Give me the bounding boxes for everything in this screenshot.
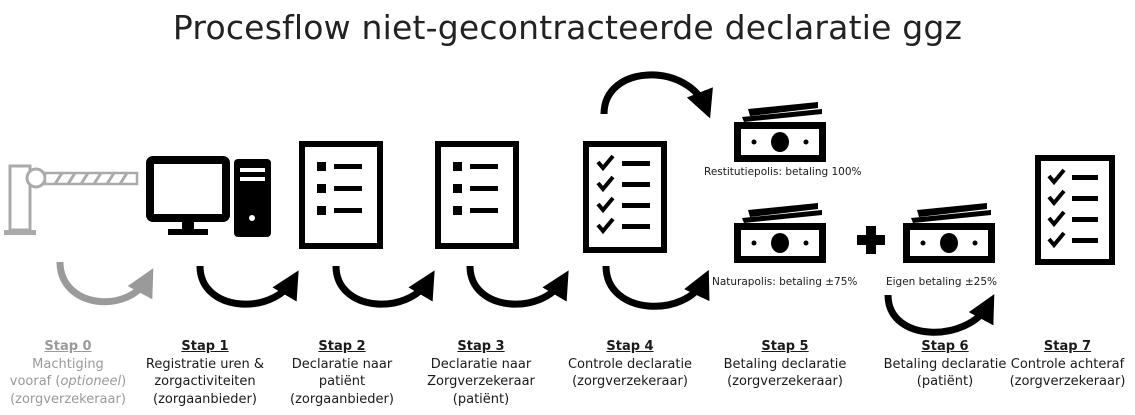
curved-arrow-icon [884,294,995,336]
step-2-label: Stap 2 Declaratie naar patiënt (zorgaanb… [290,339,394,407]
plus-icon [857,226,885,254]
step-1-label: Stap 1 Registratie uren & zorgactiviteit… [145,339,265,407]
step-3-label: Stap 3 Declaratie naar Zorgverzekeraar (… [427,339,535,407]
step-5-label: Stap 5 Betaling declaratie (zorgverzeker… [723,339,847,389]
restitutie-label: Restitutiepolis: betaling 100% [704,166,862,178]
step-0-label: Stap 0 Machtiging vooraf (optioneel) (zo… [9,339,127,407]
barrier-icon [4,164,139,235]
natura-label: Naturapolis: betaling ±75% [712,276,858,288]
curved-arrow-icon [602,265,710,310]
list-document-icon [299,141,383,249]
curved-arrow-icon [466,265,569,308]
page-title: Procesflow niet-gecontracteerde declarat… [172,8,963,47]
checklist-document-icon [1035,155,1115,265]
step-4-label: Stap 4 Controle declaratie (zorgverzeker… [567,339,693,389]
computer-icon [146,156,271,237]
eigen-betaling-label: Eigen betaling ±25% [886,276,997,288]
checklist-document-icon [583,141,667,253]
money-icon [734,102,826,162]
curved-arrow-icon [56,261,154,306]
step-6-label: Stap 6 Betaling declaratie (patiënt) [883,339,1007,389]
curved-arrow-icon [600,71,713,119]
curved-arrow-icon [196,265,299,308]
step-7-label: Stap 7 Controle achteraf (zorgverzekeraa… [1009,339,1126,389]
money-icon [734,203,826,263]
money-icon [903,203,995,263]
list-document-icon [435,141,519,249]
curved-arrow-icon [332,265,435,308]
